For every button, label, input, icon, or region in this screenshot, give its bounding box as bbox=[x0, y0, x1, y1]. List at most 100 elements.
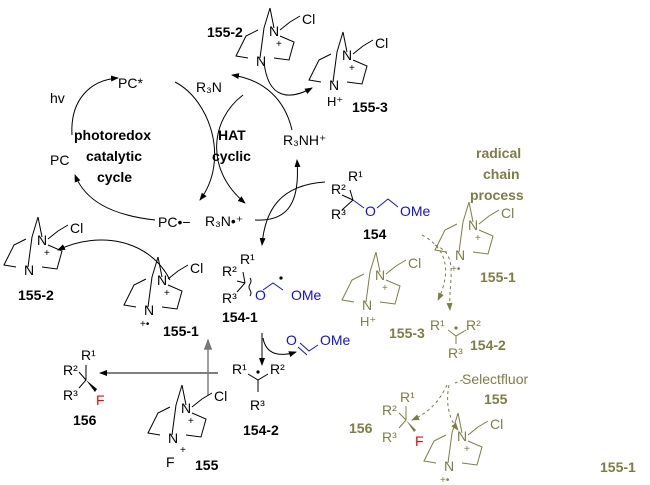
label-155-1-chain: 155-1 bbox=[480, 269, 516, 285]
svg-text:N: N bbox=[362, 297, 372, 313]
svg-text:N: N bbox=[24, 262, 34, 278]
svg-text:N: N bbox=[342, 47, 352, 63]
svg-text:F: F bbox=[96, 392, 105, 408]
arrow-dashed-to-155-3 bbox=[421, 234, 447, 301]
svg-text:Cl: Cl bbox=[408, 255, 421, 271]
svg-text:OMe: OMe bbox=[320, 332, 351, 348]
svg-text:Cl: Cl bbox=[490, 416, 503, 432]
svg-text:O: O bbox=[365, 203, 376, 219]
svg-text:Cl: Cl bbox=[501, 205, 514, 221]
svg-text:F: F bbox=[166, 454, 175, 470]
methyl-formate: O OMe bbox=[286, 332, 351, 356]
svg-text:R²: R² bbox=[63, 362, 78, 378]
svg-text:R²: R² bbox=[382, 402, 397, 418]
label-154: 154 bbox=[363, 226, 387, 242]
arrow-dashed-to-156 bbox=[411, 384, 448, 421]
svg-text:R¹: R¹ bbox=[232, 361, 247, 377]
svg-text:+: + bbox=[382, 283, 388, 294]
label-156: 156 bbox=[73, 412, 97, 428]
arrow-pcanion-to-pc bbox=[74, 174, 156, 221]
svg-text:+: + bbox=[276, 39, 282, 50]
svg-text:F: F bbox=[415, 433, 424, 449]
label-155-chain: 155 bbox=[484, 391, 508, 407]
svg-text:N: N bbox=[457, 428, 467, 444]
svg-text:N: N bbox=[256, 53, 266, 69]
arrow-dashed-to-155-1 bbox=[447, 384, 459, 431]
svg-text:R³: R³ bbox=[250, 397, 265, 413]
label-155-2-left: 155-2 bbox=[18, 287, 54, 303]
photoredox-label-3: cycle bbox=[97, 169, 132, 185]
svg-text:N: N bbox=[168, 430, 178, 446]
label-155-2-top: 155-2 bbox=[207, 24, 243, 40]
svg-text:N: N bbox=[144, 302, 154, 318]
cage-155-2-left: N+ClN bbox=[3, 216, 83, 278]
svg-text:N: N bbox=[269, 23, 279, 39]
svg-text:+: + bbox=[349, 63, 355, 74]
svg-text:H⁺: H⁺ bbox=[327, 94, 343, 109]
svg-text:OMe: OMe bbox=[291, 287, 322, 303]
label-155-bottom: 155 bbox=[195, 457, 219, 473]
photoredox-label-2: catalytic bbox=[86, 148, 142, 164]
svg-text:N: N bbox=[157, 272, 167, 288]
arrow-154-to-154-1 bbox=[259, 181, 326, 246]
selectfluor-label: Selectfluor bbox=[462, 371, 528, 387]
hat-label-1: HAT bbox=[218, 127, 246, 143]
svg-text:N: N bbox=[329, 77, 339, 93]
svg-text:R³: R³ bbox=[222, 290, 237, 306]
svg-text:+: + bbox=[464, 444, 470, 455]
svg-text:R¹: R¹ bbox=[81, 347, 96, 363]
arrow-pc-to-pcstar bbox=[71, 75, 119, 136]
arrow-155-2-to-155-3 bbox=[263, 61, 313, 96]
svg-text:+•: +• bbox=[440, 475, 450, 485]
arrow-dashed-to-154-2 bbox=[434, 244, 453, 311]
radical-chain-label-1: radical bbox=[476, 145, 521, 161]
label-154-2-chain: 154-2 bbox=[470, 337, 506, 353]
svg-text:+: + bbox=[188, 416, 194, 427]
radical-chain-label-2: chain bbox=[483, 166, 520, 182]
label-155-1-chain-bottom: 155-1 bbox=[600, 459, 636, 475]
compound-154-1: R² R¹ R³ O OMe 154-1 bbox=[222, 251, 322, 325]
svg-text:Cl: Cl bbox=[302, 11, 315, 27]
selectfluor-connector bbox=[454, 379, 464, 384]
arrow-to-155-2-left bbox=[57, 239, 171, 281]
svg-text:N: N bbox=[444, 458, 454, 474]
arrow-r3nh-to-r3n bbox=[231, 73, 293, 131]
pc-radical-anion: PC•− bbox=[158, 214, 191, 230]
arrow-release-formate bbox=[262, 337, 297, 357]
svg-text:Cl: Cl bbox=[375, 35, 388, 51]
svg-text:O: O bbox=[255, 287, 266, 303]
svg-text:+: + bbox=[44, 248, 50, 259]
svg-text:R²: R² bbox=[270, 361, 285, 377]
r3n: R₃N bbox=[196, 79, 222, 95]
arrow-r3n-to-radical bbox=[216, 94, 246, 204]
compound-154-2-chain: R¹ R² R³ 154-2 Selectfluor 155 bbox=[430, 317, 528, 407]
hv-label: hv bbox=[50, 90, 65, 106]
r3n-radical-cation: R₃N•⁺ bbox=[205, 213, 243, 229]
svg-text:R²: R² bbox=[222, 263, 237, 279]
svg-text:+•: +• bbox=[451, 264, 461, 275]
label-155-3-chain: 155-3 bbox=[389, 325, 425, 341]
r3nh-plus: R₃NH⁺ bbox=[283, 132, 326, 148]
svg-text:R²: R² bbox=[331, 181, 346, 197]
svg-text:Cl: Cl bbox=[214, 388, 227, 404]
svg-text:N: N bbox=[375, 267, 385, 283]
svg-text:R³: R³ bbox=[63, 387, 78, 403]
svg-text:N: N bbox=[37, 232, 47, 248]
compound-154: R² R¹ R³ O OMe 154 bbox=[331, 168, 431, 242]
svg-text:O: O bbox=[286, 332, 297, 348]
cage-155-1-chain-bottom: N+ClN+• bbox=[423, 412, 503, 485]
label-155-3-top: 155-3 bbox=[352, 99, 388, 115]
arrow-radical-to-r3nh bbox=[254, 159, 301, 221]
svg-text:Cl: Cl bbox=[190, 260, 203, 276]
svg-text:+•: +• bbox=[140, 319, 150, 330]
selectfluor-cage-155-2-top: N+ClN bbox=[235, 7, 315, 69]
compound-156-chain: R² R¹ R³ F 156 bbox=[349, 389, 424, 449]
cage-155-1-chain-top: N+ClN+• bbox=[434, 201, 514, 275]
svg-text:R²: R² bbox=[466, 317, 481, 333]
photoredox-label-1: photoredox bbox=[74, 127, 151, 143]
